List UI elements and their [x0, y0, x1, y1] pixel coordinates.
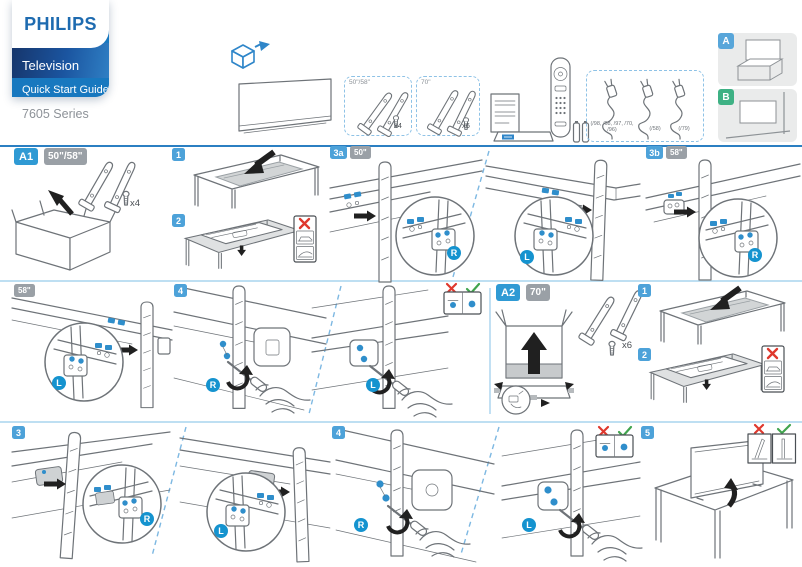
- step-3b-badge: 3b: [646, 146, 663, 159]
- series-label: 7605 Series: [22, 107, 89, 121]
- right-leg-mark-4: R: [206, 378, 220, 392]
- power-cables-box: [586, 70, 704, 142]
- guide-title-label: Quick Start Guide: [22, 84, 109, 96]
- option-b-badge: B: [718, 89, 734, 105]
- step-3a-badge: 3a: [330, 146, 347, 159]
- diagram-screw-left-leg-70: [501, 429, 644, 563]
- diagram-screw-right-leg-70: [335, 429, 495, 563]
- tv-panel-icon: [238, 78, 332, 134]
- dont-overhang-icon-a1: [292, 214, 318, 264]
- diagram-a1-unpack-stands: [11, 158, 141, 271]
- screw-qty-small: x4: [394, 121, 402, 130]
- diagram-tv-facedown-a2: [648, 352, 767, 405]
- stand-parts-box-large: [416, 76, 480, 136]
- section-a2-size-badge: 70": [526, 284, 550, 301]
- diagram-stand-tv-upright: [654, 439, 794, 559]
- step-2-badge-a2: 2: [638, 348, 651, 361]
- philips-wordmark: PHILIPS: [12, 0, 109, 48]
- documents-icon: [490, 93, 554, 142]
- row-divider-2: [0, 421, 802, 423]
- section-a1-badge: A1: [14, 148, 39, 165]
- right-leg-mark-3a: R: [447, 246, 461, 260]
- tv-on-wall-icon: [725, 92, 791, 139]
- step-3a-size-badge: 50": [350, 146, 371, 159]
- step-5-badge-a2: 5: [641, 426, 654, 439]
- dont-overhang-icon-a2: [760, 344, 786, 394]
- stand-small-size-label: 50"/58": [349, 79, 370, 86]
- left-leg-mark-70-4: L: [522, 518, 536, 532]
- diagram-screw-right-leg-a1: [173, 285, 327, 415]
- diagram-attach-right-leg-70: [11, 431, 171, 560]
- product-label: Television: [22, 58, 80, 73]
- stand-large-size-label: 70": [421, 79, 431, 86]
- right-leg-mark-3b: R: [748, 248, 762, 262]
- left-leg-mark-3a: L: [520, 250, 534, 264]
- step-4-badge-a1: 4: [174, 284, 187, 297]
- philips-logo-card: PHILIPS Television Quick Start Guide: [12, 0, 109, 97]
- diagram-attach-right-leg-58: [645, 159, 801, 281]
- tv-on-stand-icon: [736, 39, 784, 81]
- screw-do-dont-icon-a1: [442, 282, 483, 316]
- diagram-attach-left-leg-50: [485, 159, 641, 281]
- cable-regions-label-1: (/98, /68, /97, /70, /96): [590, 121, 634, 133]
- placement-option-a-card: A: [718, 33, 797, 86]
- unboxing-icon: [231, 41, 270, 69]
- diagram-cloth-on-table-a2: [652, 284, 792, 346]
- cable-regions-label-3: (/79): [678, 126, 690, 132]
- step-2-badge-a1: 2: [172, 214, 185, 227]
- header-divider: [0, 145, 802, 147]
- tilt-do-dont-icon: [746, 423, 797, 465]
- screw-do-dont-icon-a2: [594, 425, 635, 459]
- a1-screw-qty: x4: [130, 198, 141, 209]
- step-3-badge-a2: 3: [12, 426, 25, 439]
- diagram-cloth-on-table-a1: [186, 148, 326, 210]
- left-leg-mark-70-3: L: [214, 524, 228, 538]
- diagram-attach-left-leg-58: [11, 297, 173, 409]
- diagram-attach-left-leg-70: [179, 437, 331, 563]
- left-leg-mark-58: L: [52, 376, 66, 390]
- left-leg-mark-4: L: [366, 378, 380, 392]
- step-3b-cont-size-badge: 58": [14, 284, 35, 297]
- right-leg-mark-70-4: R: [354, 518, 368, 532]
- section-a2-badge: A2: [496, 284, 521, 301]
- section-a1-size-badge: 50"/58": [44, 148, 87, 165]
- stand-parts-box-small: [344, 76, 412, 136]
- diagram-tv-facedown-a1: [183, 218, 302, 271]
- step-3b-size-badge: 58": [666, 146, 687, 159]
- remote-control-icon: [550, 57, 571, 138]
- diagram-screw-left-leg-a1: [311, 285, 454, 419]
- right-leg-mark-70-3: R: [140, 512, 154, 526]
- diagram-attach-right-leg-50: [329, 159, 483, 283]
- product-bar: Television: [12, 43, 109, 78]
- a2-screw-qty: x6: [622, 340, 633, 351]
- option-a-badge: A: [718, 33, 734, 49]
- step-1-badge-a1: 1: [172, 148, 185, 161]
- placement-option-b-card: B: [718, 89, 797, 142]
- step-1-badge-a2: 1: [638, 284, 651, 297]
- step-4-badge-a2: 4: [332, 426, 345, 439]
- row-divider-1: [0, 280, 802, 282]
- guide-title-bar: Quick Start Guide: [12, 78, 109, 97]
- diagram-a2-unpack-box: [494, 286, 648, 415]
- cable-regions-label-2: (/58): [649, 126, 661, 132]
- screw-qty-large: x6: [462, 121, 470, 130]
